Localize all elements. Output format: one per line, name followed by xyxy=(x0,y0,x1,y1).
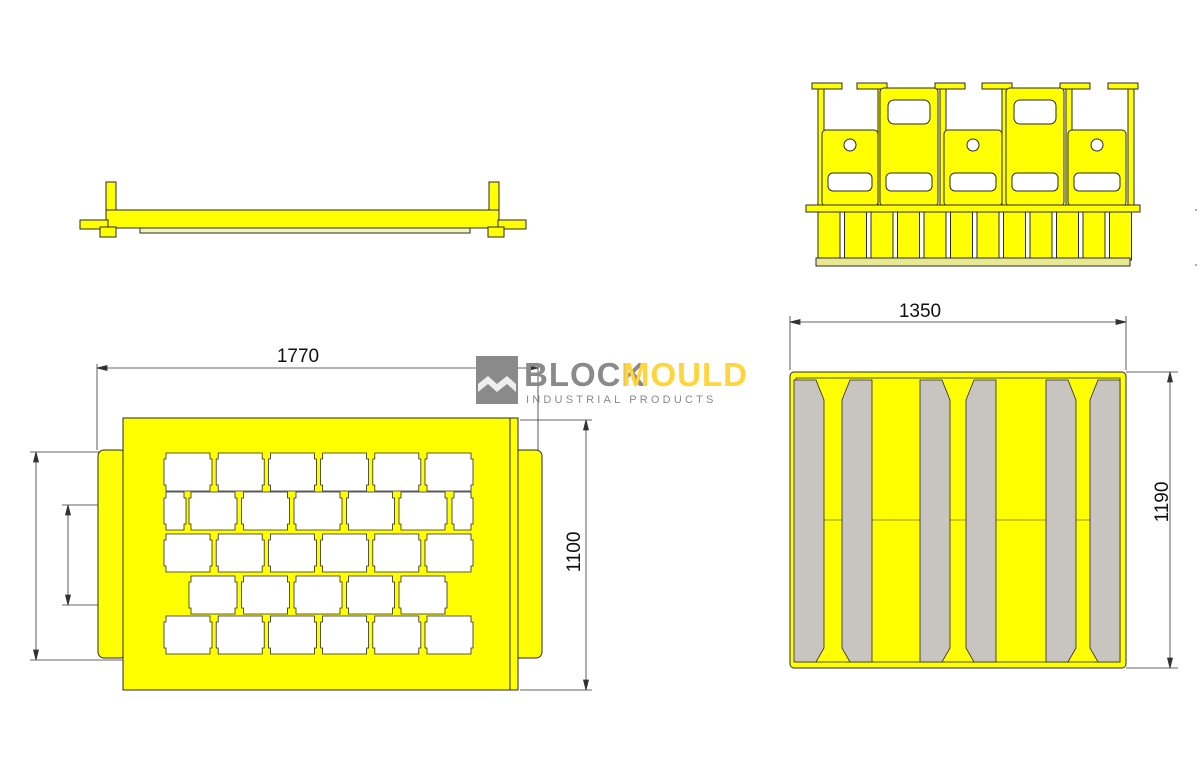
paver-cavity xyxy=(372,533,422,573)
paver-cavity xyxy=(163,615,213,655)
paver-cavity xyxy=(346,575,395,615)
mould-plate-hole xyxy=(843,138,857,152)
mould-plate-slot xyxy=(887,99,931,125)
logo-tagline: INDUSTRIAL PRODUCTS xyxy=(526,394,717,406)
mould-plate-slot xyxy=(949,172,997,192)
mould-lower-tooth xyxy=(1029,211,1053,261)
mould-top-pad xyxy=(934,82,966,90)
blockmould-logo: BLOCK MOULD INDUSTRIAL PRODUCTS xyxy=(476,356,748,406)
mould-plate-slot xyxy=(1013,99,1057,125)
logo-mark-icon xyxy=(476,356,518,404)
paver-cavity xyxy=(424,452,474,492)
paver-cavity xyxy=(424,533,474,573)
mould-plate-hole xyxy=(1090,138,1104,152)
mould-plate-slot xyxy=(827,172,873,192)
mould-plate-hole xyxy=(966,138,980,152)
mould-lower-tooth xyxy=(950,211,973,261)
mould-plate-slot xyxy=(885,172,933,192)
paver-cavity xyxy=(163,491,187,531)
mould-base-beam xyxy=(805,204,1141,213)
paver-cavity xyxy=(424,615,474,655)
paver-cavity xyxy=(268,452,317,492)
mould-post xyxy=(1127,88,1135,210)
paver-cavity xyxy=(268,533,317,573)
mould-lower-tooth xyxy=(1082,211,1106,261)
mould-lower-tooth xyxy=(817,211,841,261)
logo-name-part1: BLOCK xyxy=(524,356,646,393)
mould-top-pad xyxy=(1107,82,1139,90)
paver-cavity xyxy=(320,615,369,655)
dimension-lines-left xyxy=(30,364,592,691)
paver-cavity xyxy=(293,491,343,531)
mould-lower-tooth xyxy=(976,211,1000,261)
paver-cavity xyxy=(320,452,369,492)
paver-cavity xyxy=(215,533,265,573)
mould-liner xyxy=(1045,379,1077,663)
side-elevation-view xyxy=(79,181,527,238)
mould-lower-tooth xyxy=(923,211,947,261)
dimension-label-1350: 1350 xyxy=(899,301,941,322)
paver-cavity xyxy=(188,575,238,615)
mould-liner xyxy=(1089,379,1121,663)
mould-lower-tooth xyxy=(1109,211,1132,261)
mould-liner xyxy=(965,379,997,663)
mould-top-pad xyxy=(811,82,843,90)
paver-cavity xyxy=(163,533,213,573)
paver-cavity xyxy=(241,575,290,615)
dimension-label-1770: 1770 xyxy=(277,346,319,367)
paver-cavity xyxy=(163,452,213,492)
dimension-label-1190: 1190 xyxy=(1152,482,1173,523)
mould-side-view xyxy=(805,82,1141,267)
paver-cavity xyxy=(215,615,265,655)
mould-plan-view xyxy=(789,209,1197,669)
paver-cavity xyxy=(451,491,474,531)
mould-lower-tooth xyxy=(1056,211,1079,261)
paver-cavity xyxy=(188,491,238,531)
mould-top-pad xyxy=(981,82,1013,90)
dimension-lines-right xyxy=(789,209,1197,669)
paver-cavity xyxy=(398,491,448,531)
mould-lower-tooth xyxy=(870,211,894,261)
mould-liner xyxy=(793,379,825,663)
mould-top-pad xyxy=(856,82,888,90)
paver-cavity xyxy=(346,491,395,531)
mould-bottom-edge xyxy=(815,257,1131,267)
mould-liner xyxy=(919,379,951,663)
paver-cavity xyxy=(320,533,369,573)
mould-plate-slot xyxy=(1073,172,1121,192)
pallet-plan-view xyxy=(30,364,592,691)
paver-cavity xyxy=(293,575,343,615)
paver-cavity xyxy=(372,615,422,655)
mould-liners xyxy=(793,379,1121,663)
mould-liner xyxy=(841,379,873,663)
paver-cavity xyxy=(268,615,317,655)
mould-lower-tooth xyxy=(1003,211,1026,261)
paver-cavity xyxy=(398,575,448,615)
paver-cavity xyxy=(372,452,422,492)
dimension-label-1100: 1100 xyxy=(564,532,585,573)
paver-cavity xyxy=(241,491,290,531)
logo-name-part2: MOULD xyxy=(622,356,748,393)
mould-lower-tooth xyxy=(844,211,867,261)
mould-top-pad xyxy=(1059,82,1091,90)
pallet-side-lug-left xyxy=(97,449,127,659)
mould-plate-slot xyxy=(1011,172,1059,192)
paver-cavities xyxy=(163,452,474,655)
paver-cavity xyxy=(215,452,265,492)
mould-lower-tooth xyxy=(897,211,920,261)
